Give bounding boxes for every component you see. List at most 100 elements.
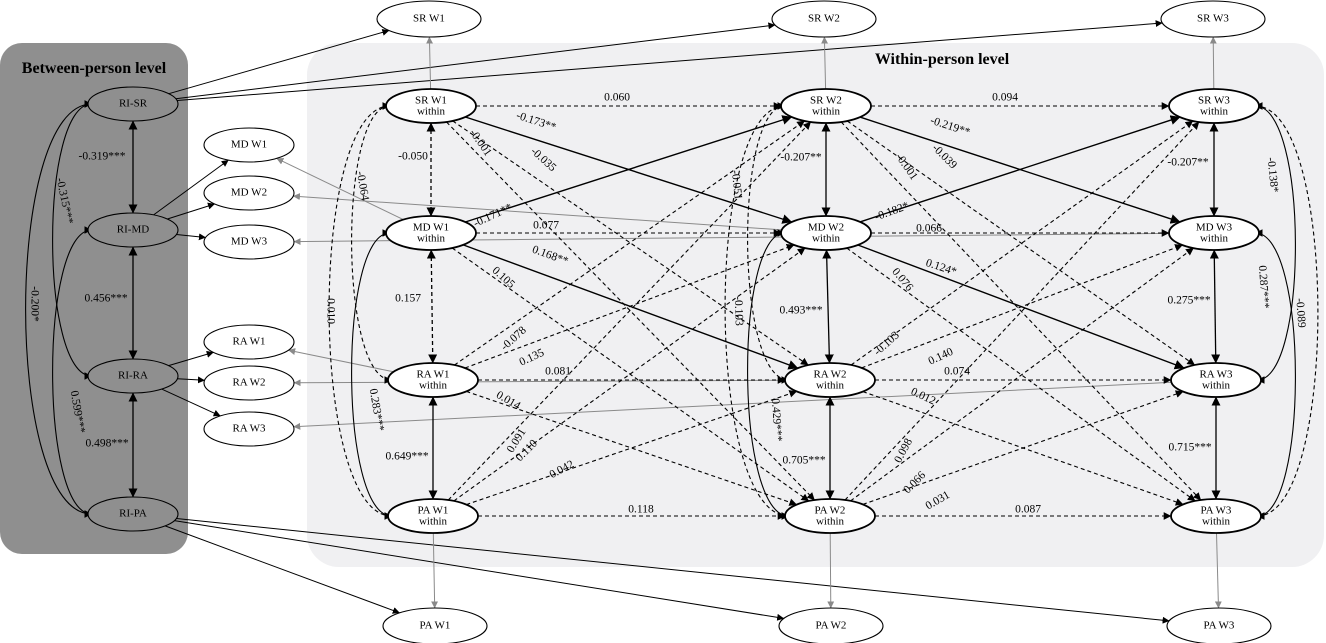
node-sublabel: within bbox=[1200, 106, 1229, 118]
loading-ripa-paw3 bbox=[176, 518, 1170, 624]
node-ellipse bbox=[376, 0, 482, 38]
node-sublabel: within bbox=[419, 516, 448, 528]
loading-ripa-paw1 bbox=[164, 525, 400, 614]
node-srw1: SR W1 bbox=[376, 0, 482, 38]
node-label: MD W1 bbox=[413, 222, 449, 234]
node-ellipse bbox=[780, 88, 872, 124]
loading-rira-raw2 bbox=[177, 376, 205, 384]
node-sublabel: within bbox=[417, 233, 446, 245]
node-label: RA W1 bbox=[232, 336, 265, 348]
loading-paw2-paw2 bbox=[827, 532, 835, 609]
node-paw1: PA W1 bbox=[382, 607, 488, 643]
node-label: MD W2 bbox=[808, 222, 844, 234]
node-label: PA W3 bbox=[1201, 505, 1232, 517]
node-risr: RI-SR bbox=[87, 86, 179, 122]
node-mdw1: MD W1 bbox=[203, 127, 295, 163]
node-ellipse bbox=[87, 212, 179, 248]
coef-srw3-raw3: -0.138* bbox=[1265, 157, 1281, 194]
loading-srw3-srw3 bbox=[1209, 36, 1217, 90]
node-srw3: SR W3 bbox=[1160, 0, 1266, 38]
node-rimd: RI-MD bbox=[87, 212, 179, 248]
node-ellipse bbox=[1170, 362, 1262, 398]
cov-srw1-raw1 bbox=[351, 102, 392, 384]
edges-layer bbox=[25, 20, 1319, 624]
node-label: RA W3 bbox=[1199, 369, 1233, 381]
node-ellipse bbox=[87, 86, 179, 122]
node-label: RA W2 bbox=[813, 369, 846, 381]
node-label: SR W3 bbox=[1198, 95, 1230, 107]
coef-raw2-paw2: 0.705*** bbox=[782, 455, 825, 467]
loading-srw2-srw2 bbox=[821, 36, 829, 90]
coef-mdw1-raw1: 0.157 bbox=[395, 293, 421, 305]
node-label: MD W1 bbox=[231, 139, 267, 151]
node-ellipse bbox=[87, 496, 179, 532]
node-label: RI-SR bbox=[119, 98, 148, 110]
path-srw1-raw2 bbox=[452, 120, 809, 366]
node-label: RA W2 bbox=[232, 377, 265, 389]
coef-srw1-paw1: 0.010 bbox=[324, 298, 336, 324]
node-sublabel: within bbox=[812, 106, 841, 118]
coef-srw2-mdw2: -0.207** bbox=[780, 152, 821, 164]
path-paw2-srw3 bbox=[844, 121, 1200, 501]
path-srw2-paw3 bbox=[840, 121, 1202, 501]
node-label: MD W3 bbox=[231, 236, 268, 248]
node-srw2: SR W2 bbox=[771, 0, 877, 38]
coef-srw1-raw1: -0.064 bbox=[354, 170, 371, 202]
loading-ripa-paw2 bbox=[174, 520, 785, 621]
coef-rira-ripa: 0.498*** bbox=[85, 438, 128, 450]
path-mdw1-paw2 bbox=[451, 247, 810, 502]
loading-raw1-raw1 bbox=[288, 348, 394, 373]
cov-mdw2-raw2 bbox=[822, 249, 834, 364]
path-raw1-mdw2 bbox=[464, 243, 795, 369]
loading-paw1-paw1 bbox=[431, 532, 439, 609]
coef-rimd-rira: 0.456*** bbox=[84, 293, 127, 305]
cov-mdw1-raw1 bbox=[426, 249, 438, 364]
cov-srw2-raw2 bbox=[747, 102, 789, 384]
node-paw2: PA W2 bbox=[778, 607, 884, 643]
node-ellipse bbox=[387, 498, 479, 534]
node-label: PA W3 bbox=[1204, 620, 1235, 632]
node-sublabel: within bbox=[812, 233, 841, 245]
loading-risr-srw1 bbox=[168, 28, 390, 95]
node-label: RI-MD bbox=[117, 224, 149, 236]
node-label: SR W2 bbox=[808, 13, 840, 25]
path-mdw2-paw3 bbox=[846, 247, 1196, 502]
coef-raw3-paw3: 0.715*** bbox=[1168, 442, 1211, 454]
node-ellipse bbox=[1168, 215, 1260, 251]
node-ellipse bbox=[203, 411, 295, 447]
node-sublabel: within bbox=[417, 106, 446, 118]
path-raw2-mdw3 bbox=[861, 244, 1183, 369]
coef-srw2-paw2: -0.103 bbox=[732, 296, 745, 326]
coef-srw2-srw3: 0.094 bbox=[992, 92, 1018, 104]
path-paw2-raw3 bbox=[862, 390, 1184, 505]
loading-rira-raw3 bbox=[161, 388, 221, 417]
coef-mdw2-raw2: 0.493*** bbox=[779, 305, 822, 317]
cor-risr-rira bbox=[52, 100, 92, 380]
node-label: PA W1 bbox=[420, 620, 451, 632]
node-label: RA W3 bbox=[232, 423, 266, 435]
between-person-title: Between-person level bbox=[22, 60, 167, 77]
loading-raw3-raw3 bbox=[293, 381, 1172, 430]
node-label: PA W2 bbox=[815, 505, 846, 517]
node-label: MD W3 bbox=[1196, 222, 1233, 234]
node-ellipse bbox=[203, 365, 295, 401]
cor-rimd-ripa bbox=[52, 226, 92, 518]
node-ellipse bbox=[784, 362, 876, 398]
coef-mdw3-paw3: 0.287*** bbox=[1256, 265, 1271, 309]
node-ellipse bbox=[1166, 607, 1272, 643]
coef-srw3-mdw3: -0.207** bbox=[1167, 157, 1208, 169]
path-paw1-mdw2 bbox=[453, 247, 806, 502]
node-sublabel: within bbox=[816, 380, 845, 392]
coef-mdw3-raw3: 0.275*** bbox=[1167, 295, 1210, 307]
path-srw2-raw3 bbox=[846, 120, 1196, 366]
node-label: SR W3 bbox=[1197, 13, 1229, 25]
coef-mdw2-paw2: 0.429*** bbox=[769, 398, 784, 442]
